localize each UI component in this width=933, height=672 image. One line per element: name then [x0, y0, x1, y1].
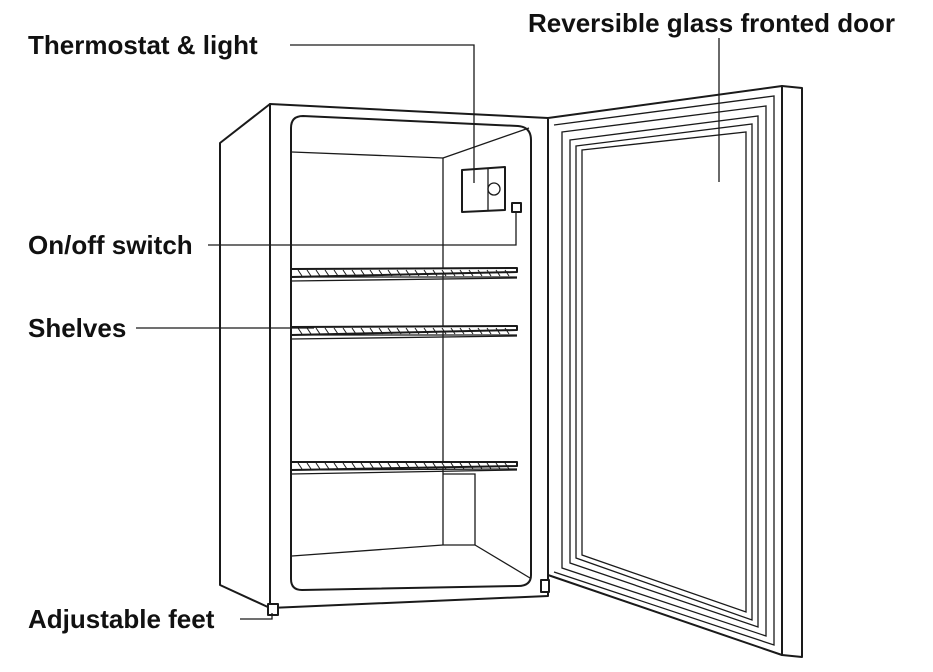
adjustable-foot [267, 603, 279, 616]
shelf-rung [414, 327, 420, 335]
shelf-rung [324, 269, 330, 277]
label-on-off-switch: On/off switch [28, 230, 193, 260]
shelf-rung [306, 269, 312, 277]
shelf-rung [297, 462, 303, 470]
shelf-rung [477, 269, 483, 277]
leader-switch [208, 212, 517, 246]
shelf-rung [450, 327, 456, 335]
label-shelves: Shelves [28, 313, 127, 343]
shelf-rung [351, 327, 357, 335]
shelf-rung [468, 269, 474, 277]
shelf-rung [441, 269, 447, 277]
shelf-rung [360, 269, 366, 277]
shelf-rung [477, 327, 483, 335]
leader-thermostat [290, 44, 475, 183]
shelf-rung [315, 462, 321, 470]
leader-feet [240, 613, 273, 620]
shelf-rung [432, 327, 438, 335]
shelf-rung [495, 462, 501, 470]
shelf-rung [432, 462, 438, 470]
shelf-rung [495, 327, 501, 335]
shelf-rung [405, 462, 411, 470]
shelf-rung [486, 462, 492, 470]
shelf-rung [468, 327, 474, 335]
shelf-rung [369, 327, 375, 335]
shelf-rung [396, 269, 402, 277]
shelf-rung [351, 462, 357, 470]
shelf-rung [387, 269, 393, 277]
shelf-rung [441, 327, 447, 335]
shelf-rung [477, 462, 483, 470]
shelf-rung [378, 462, 384, 470]
shelf-rung [468, 462, 474, 470]
shelf-rung [387, 327, 393, 335]
shelf-rung [414, 462, 420, 470]
shelf-rung [378, 327, 384, 335]
shelf-rung [450, 462, 456, 470]
shelf-rung [423, 462, 429, 470]
shelf-rung [324, 462, 330, 470]
shelf-rung [342, 269, 348, 277]
shelf-rung [423, 269, 429, 277]
shelf-rung [297, 269, 303, 277]
shelf-rung [387, 462, 393, 470]
shelf-rung [459, 269, 465, 277]
shelf-rung [396, 462, 402, 470]
shelf-rung [486, 327, 492, 335]
glass-door [540, 85, 803, 658]
shelf-rung [486, 269, 492, 277]
shelf-rung [378, 269, 384, 277]
shelf-rung [306, 327, 312, 335]
shelf-rung [459, 462, 465, 470]
shelf-rung [315, 269, 321, 277]
shelf-rung [360, 462, 366, 470]
thermostat-light-unit [461, 166, 506, 213]
shelf-rung [504, 462, 510, 470]
shelf-rung [351, 269, 357, 277]
cabinet-front-frame [269, 103, 549, 609]
shelf-rung [504, 327, 510, 335]
shelf-rung [450, 269, 456, 277]
cabinet-interior [290, 115, 532, 591]
label-reversible-door: Reversible glass fronted door [528, 8, 895, 38]
leader-lines [136, 38, 720, 620]
shelf-rung [432, 269, 438, 277]
shelf-rung [333, 462, 339, 470]
shelf-rung [405, 269, 411, 277]
shelf-rung [369, 462, 375, 470]
shelf-rung [396, 327, 402, 335]
shelf-rung [342, 462, 348, 470]
shelf-rung [459, 327, 465, 335]
shelf-rung [360, 327, 366, 335]
shelf-rung [441, 462, 447, 470]
shelf-rung [333, 269, 339, 277]
shelf-rung [405, 327, 411, 335]
shelf-rung [315, 327, 321, 335]
label-adjustable-feet: Adjustable feet [28, 604, 215, 634]
shelf-rung [423, 327, 429, 335]
cabinet-side-panel [219, 103, 271, 609]
on-off-switch [511, 202, 522, 213]
shelf-rung [297, 327, 303, 335]
shelf-rung [414, 269, 420, 277]
shelf-rung [342, 327, 348, 335]
shelf-rung [495, 269, 501, 277]
label-thermostat-light: Thermostat & light [28, 30, 258, 60]
shelf-rungs [297, 269, 510, 470]
shelf-rung [369, 269, 375, 277]
shelf-rung [504, 269, 510, 277]
shelf-rung [333, 327, 339, 335]
shelf-rung [306, 462, 312, 470]
shelf-rung [324, 327, 330, 335]
